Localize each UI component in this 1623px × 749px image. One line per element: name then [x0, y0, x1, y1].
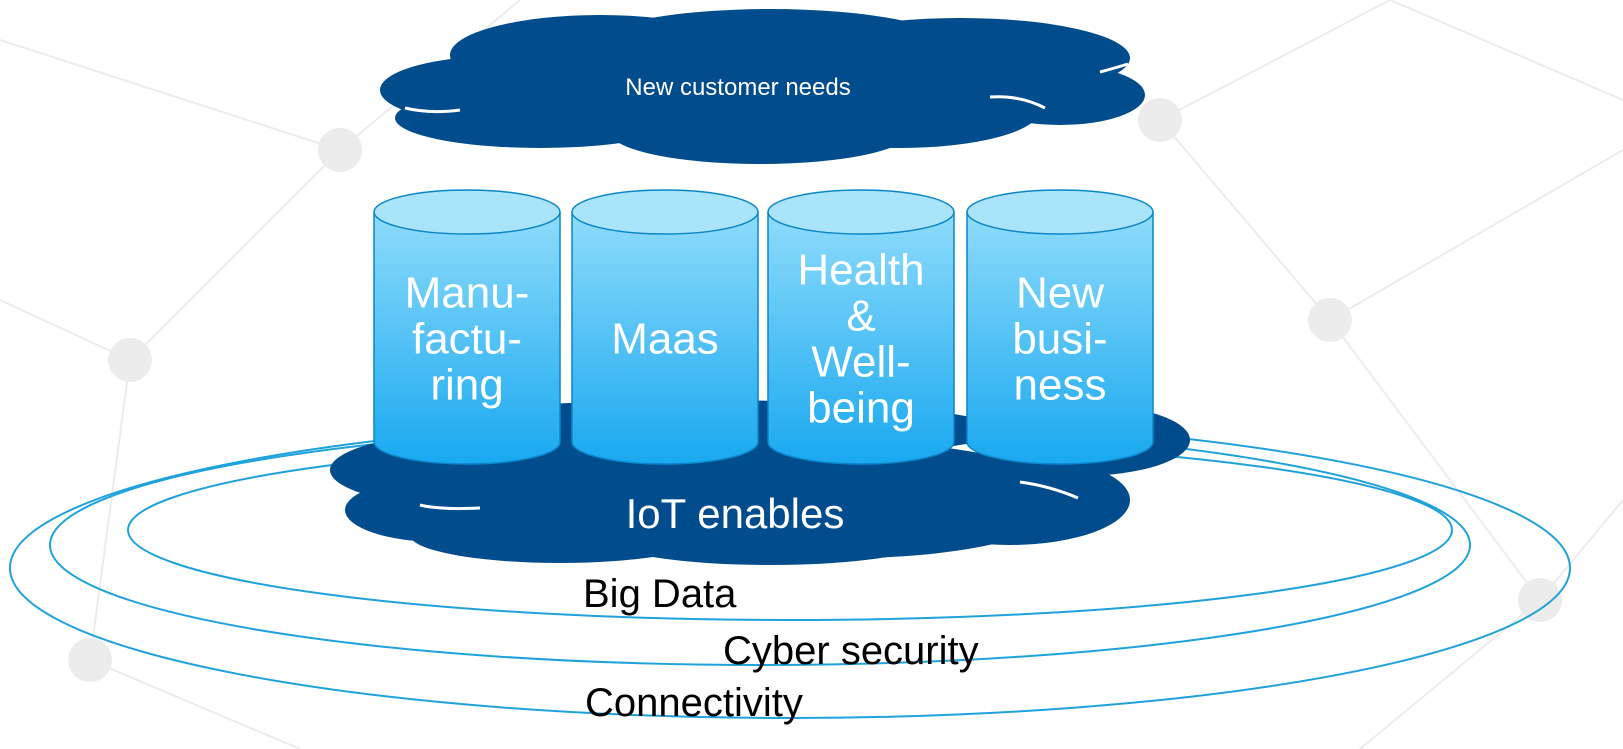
customer-needs-cloud: [380, 9, 1145, 164]
pillar-health-wellbeing: Health&Well-being: [767, 189, 955, 465]
iot-enables-label: IoT enables: [626, 490, 845, 537]
pillar-body: [571, 211, 759, 465]
customer-cloud-highlights: [404, 62, 1129, 114]
pillar-label-line: ness: [1014, 361, 1107, 410]
pillar-label-line: New: [1016, 269, 1104, 318]
customer-needs-label: New customer needs: [625, 74, 850, 101]
pillar-top: [373, 189, 561, 235]
pillar-label-line: Manu-: [405, 269, 530, 318]
ring-label-connectivity: Connectivity: [585, 681, 803, 725]
pillars: Manu-factu-ringMaasHealth&Well-beingNewb…: [373, 189, 1154, 465]
ring-label-big-data: Big Data: [583, 572, 737, 616]
pillar-label-line: Maas: [611, 315, 719, 364]
pillar-label-line: Well-: [811, 338, 910, 387]
pillar-label-line: being: [807, 384, 915, 433]
pillar-label-line: busi-: [1012, 315, 1107, 364]
pillar-manufacturing: Manu-factu-ring: [373, 189, 561, 465]
pillar-label-line: Health: [797, 246, 924, 295]
pillar-body: [966, 211, 1154, 465]
pillar-body: [767, 211, 955, 465]
ring-label-cyber-security: Cyber security: [723, 629, 979, 673]
pillar-label-line: ring: [430, 361, 503, 410]
pillar-label-line: factu-: [412, 315, 522, 364]
pillar-body: [373, 211, 561, 465]
pillar-label-line: &: [846, 292, 875, 341]
background-network-nodes: [68, 98, 1562, 682]
pillar-maas: Maas: [571, 189, 759, 465]
pillar-top: [966, 189, 1154, 235]
pillar-top: [571, 189, 759, 235]
pillar-top: [767, 189, 955, 235]
